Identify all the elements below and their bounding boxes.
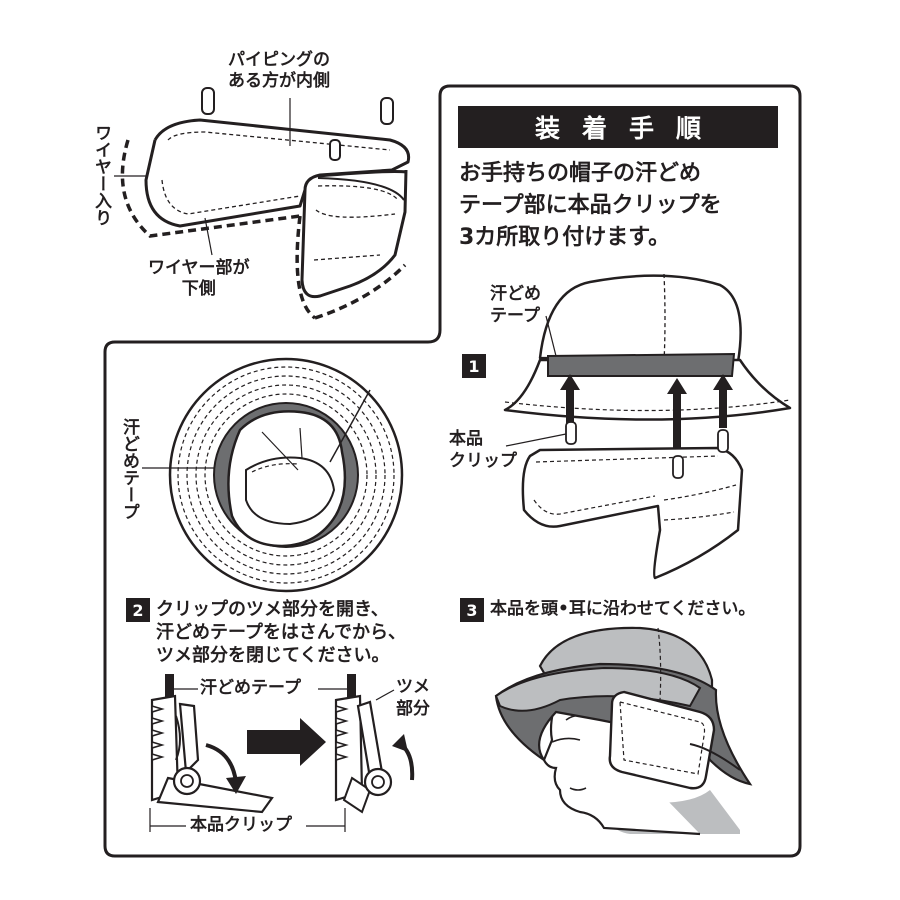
step2-claw-label-line2: 部分 — [396, 699, 430, 719]
step1-tape-label-line1: 汗どめ — [490, 284, 541, 304]
intro-line2: テープ部に本品クリップを — [459, 193, 722, 218]
step1-arrows — [560, 374, 733, 472]
step2-claw-label: ツメ 部分 — [396, 676, 430, 720]
intro-line1: お手持ちの帽子の汗どめ — [459, 161, 702, 186]
wire-dashed-outline — [120, 139, 407, 320]
hat-inside-view — [142, 357, 404, 593]
step2-left-clip — [150, 674, 274, 814]
piping-label-line2: ある方が内側 — [228, 71, 330, 91]
step2-tape-label: 汗どめテープ — [200, 678, 301, 698]
wire-part-leader — [204, 217, 213, 256]
step3-badge: 3 — [460, 598, 484, 622]
step1-clip-label: 本品 クリップ — [449, 428, 517, 472]
step1-sweat-tape — [547, 352, 736, 377]
neck-cover-stitch — [161, 131, 399, 261]
step2-claw-label-line1: ツメ — [396, 677, 430, 697]
step1-clips — [565, 421, 729, 479]
step1-clip-leader — [505, 433, 567, 447]
step2-text-line2: 汗どめテープをはさんでから、 — [156, 622, 407, 643]
wire-part-label: ワイヤー部が 下側 — [148, 258, 250, 300]
inside-tape-label: 汗どめテープ — [119, 418, 139, 520]
intro-line3: 3カ所取り付けます。 — [459, 225, 671, 250]
step3-ear-cover — [608, 690, 716, 790]
panel-title: 装着手順 — [458, 106, 778, 148]
wire-part-label-line2: 下側 — [181, 279, 216, 299]
step2-right-arrow — [247, 718, 326, 766]
step1-hat — [503, 274, 792, 421]
step1-tape-leader — [545, 315, 557, 357]
step1-clip-label-line2: クリップ — [449, 451, 517, 471]
cover-clips — [201, 87, 394, 161]
wire-part-label-line1: ワイヤー部が — [148, 258, 250, 278]
step1-neck-cover — [521, 446, 744, 580]
step2-text-line3: ツメ部分を閉じてください。 — [156, 645, 390, 666]
step1-tape-label-line2: テープ — [490, 306, 540, 326]
wire-in-label: ワイヤー入り — [91, 124, 111, 226]
panel-intro: お手持ちの帽子の汗どめ テープ部に本品クリップを 3カ所取り付けます。 — [459, 158, 722, 254]
step2-text: クリップのツメ部分を開き、 汗どめテープをはさんでから、 ツメ部分を閉じてくださ… — [156, 598, 406, 667]
step3-text: 本品を頭•耳に沿わせてください。 — [490, 599, 756, 619]
step2-clip-label: 本品クリップ — [190, 815, 292, 835]
step2-claw-leader — [375, 689, 395, 701]
neck-cover-drawing — [144, 118, 411, 299]
step1-tape-label: 汗どめ テープ — [490, 283, 541, 327]
step2-badge: 2 — [126, 598, 150, 622]
step2-text-line1: クリップのツメ部分を開き、 — [156, 599, 389, 620]
step2-right-clip — [334, 674, 415, 814]
piping-label-line1: パイピングの — [228, 50, 330, 70]
panel-border — [103, 84, 802, 858]
step1-clip-label-line1: 本品 — [449, 429, 483, 449]
piping-label: パイピングの ある方が内側 — [228, 50, 330, 92]
step1-badge: 1 — [462, 354, 486, 378]
